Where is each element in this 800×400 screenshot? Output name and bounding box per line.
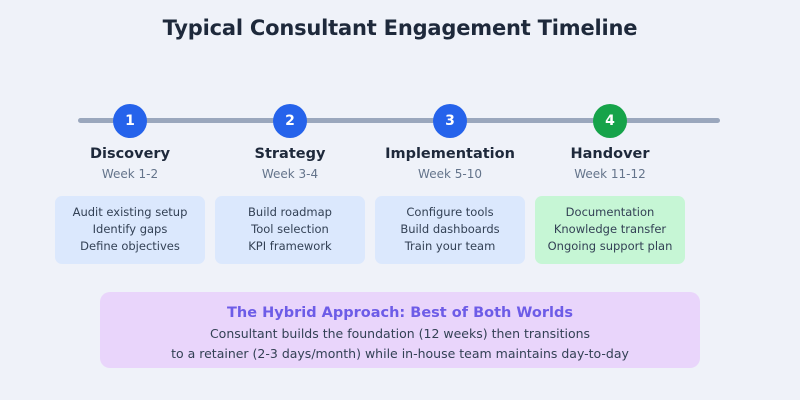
timeline-node-3[interactable]: 3 xyxy=(370,96,530,148)
phase-card-column-4: Documentation Knowledge transfer Ongoing… xyxy=(530,196,690,264)
timeline: 1 2 3 4 xyxy=(0,96,800,148)
phase-card-column-2: Build roadmap Tool selection KPI framewo… xyxy=(210,196,370,264)
phase-task-card-3: Configure tools Build dashboards Train y… xyxy=(375,196,525,264)
task-item: Audit existing setup xyxy=(72,205,188,219)
phase-task-card-2: Build roadmap Tool selection KPI framewo… xyxy=(215,196,365,264)
phase-label-row: Discovery Week 1-2 Strategy Week 3-4 Imp… xyxy=(50,145,750,183)
task-item: Configure tools xyxy=(406,205,494,219)
phase-marker-2[interactable]: 2 xyxy=(273,104,307,138)
phase-weeks-4: Week 11-12 xyxy=(574,167,646,181)
phase-name-3: Implementation xyxy=(385,146,515,162)
timeline-node-2[interactable]: 2 xyxy=(210,96,370,148)
hybrid-approach-panel: The Hybrid Approach: Best of Both Worlds… xyxy=(100,292,700,368)
page-title: Typical Consultant Engagement Timeline xyxy=(162,16,638,40)
panel-description-line: Consultant builds the foundation (12 wee… xyxy=(209,326,591,341)
phase-weeks-3: Week 5-10 xyxy=(418,167,482,181)
phase-name-4: Handover xyxy=(570,146,650,162)
phase-label-1: Discovery Week 1-2 xyxy=(50,145,210,183)
task-item: Documentation xyxy=(565,205,655,219)
panel-description-line: to a retainer (2-3 days/month) while in-… xyxy=(171,346,629,361)
task-item: Tool selection xyxy=(251,222,329,236)
phase-name-2: Strategy xyxy=(254,146,326,162)
phase-label-4: Handover Week 11-12 xyxy=(530,145,690,183)
phase-weeks-1: Week 1-2 xyxy=(101,167,159,181)
phase-marker-4[interactable]: 4 xyxy=(593,104,627,138)
task-item: Train your team xyxy=(404,239,496,253)
phase-label-2: Strategy Week 3-4 xyxy=(210,145,370,183)
task-item: Build dashboards xyxy=(400,222,500,236)
phase-card-column-1: Audit existing setup Identify gaps Defin… xyxy=(50,196,210,264)
task-item: Build roadmap xyxy=(248,205,332,219)
phase-task-card-4: Documentation Knowledge transfer Ongoing… xyxy=(535,196,685,264)
phase-marker-3[interactable]: 3 xyxy=(433,104,467,138)
timeline-rail xyxy=(78,118,720,123)
phase-label-3: Implementation Week 5-10 xyxy=(370,145,530,183)
phase-task-card-1: Audit existing setup Identify gaps Defin… xyxy=(55,196,205,264)
task-item: Ongoing support plan xyxy=(547,239,673,253)
timeline-node-list: 1 2 3 4 xyxy=(50,96,750,148)
phase-weeks-2: Week 3-4 xyxy=(261,167,319,181)
task-item: Identify gaps xyxy=(92,222,168,236)
phase-marker-1[interactable]: 1 xyxy=(113,104,147,138)
phase-card-row: Audit existing setup Identify gaps Defin… xyxy=(50,196,750,264)
task-item: Define objectives xyxy=(80,239,180,253)
task-item: Knowledge transfer xyxy=(553,222,667,236)
timeline-node-1[interactable]: 1 xyxy=(50,96,210,148)
panel-title: The Hybrid Approach: Best of Both Worlds xyxy=(227,305,573,321)
phase-card-column-3: Configure tools Build dashboards Train y… xyxy=(370,196,530,264)
task-item: KPI framework xyxy=(248,239,332,253)
phase-name-1: Discovery xyxy=(89,146,171,162)
timeline-node-4[interactable]: 4 xyxy=(530,96,690,148)
